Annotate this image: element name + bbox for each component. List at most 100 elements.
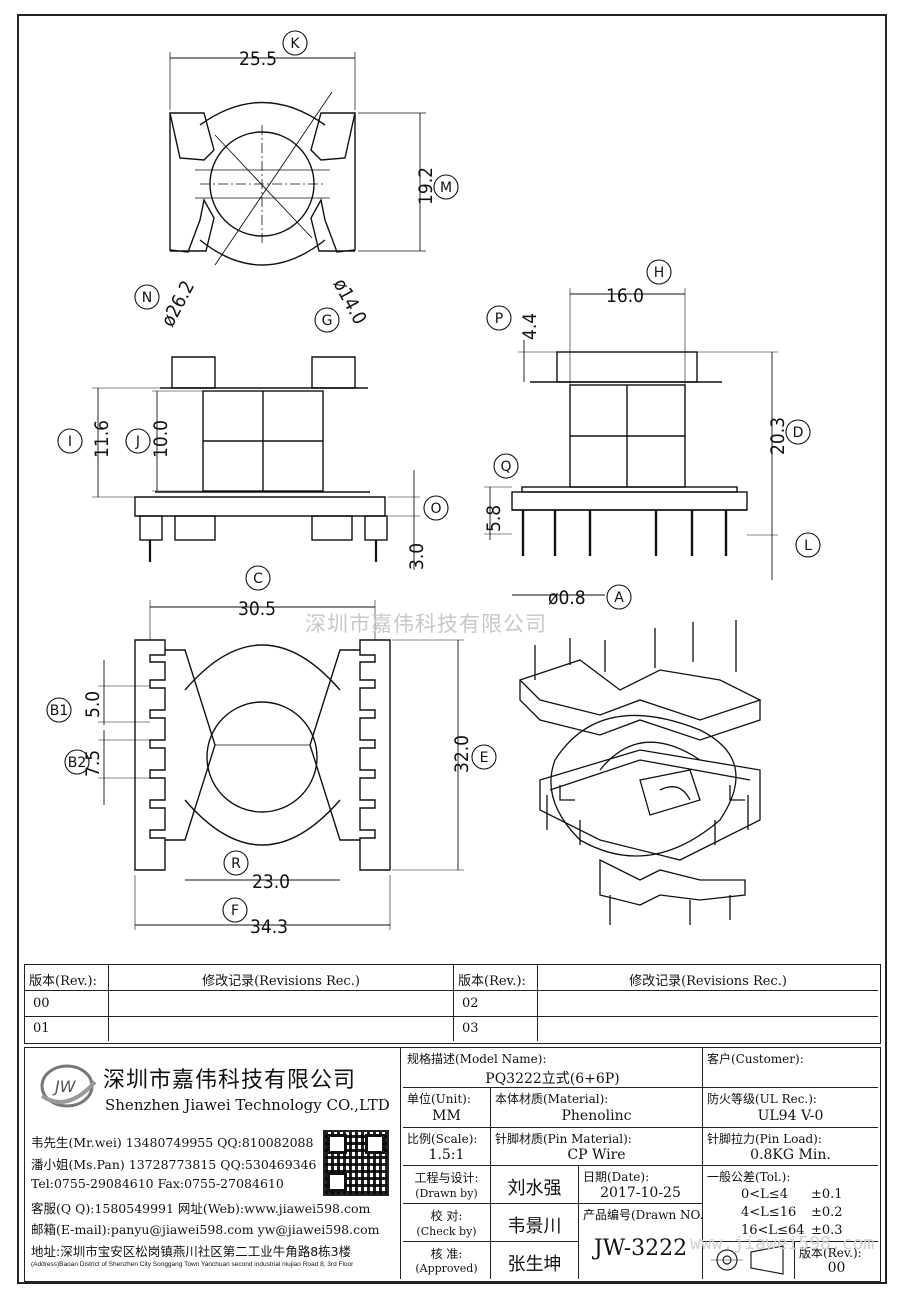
material-label: 本体材质(Material): <box>495 1092 609 1106</box>
watermark-text: 深圳市嘉伟科技有限公司 <box>305 612 547 636</box>
rev-header-right: 版本(Rev.): <box>454 965 538 991</box>
drawn-label: 工程与设计: <box>414 1171 479 1185</box>
drawn-label-en: (Drawn by) <box>415 1187 478 1200</box>
drawn-label-cell: 工程与设计: (Drawn by) <box>403 1166 491 1204</box>
letter-q: Q <box>500 459 511 475</box>
tol-range-1: 4<L≤16 <box>741 1205 797 1220</box>
rev-header-left: 版本(Rev.): <box>25 965 109 991</box>
projection-symbol-cell <box>703 1242 795 1279</box>
rev-row-left-1: 01 <box>25 1017 109 1041</box>
tolerance-cell: 一般公差(Tol.): 0<L≤4 ±0.1 4<L≤16 ±0.2 16<L≤… <box>703 1166 878 1242</box>
model-value: PQ3222立式(6+6P) <box>485 1071 620 1087</box>
rec-row-left-1 <box>109 1017 454 1041</box>
letter-a: A <box>614 590 624 606</box>
side-view <box>484 259 821 610</box>
rev-row-left-0: 00 <box>25 991 109 1017</box>
letter-l: L <box>804 538 812 554</box>
tol-range-2: 16<L≤64 <box>741 1223 805 1238</box>
drawing-frame <box>17 14 887 1284</box>
dim-m-text: 19.2 <box>415 167 437 205</box>
letter-f: F <box>231 903 239 919</box>
letter-o: O <box>430 501 441 517</box>
dim-a-text: ø0.8 <box>548 587 586 609</box>
approved-label-cell: 核 准: (Approved) <box>403 1242 491 1279</box>
dim-f-text: 34.3 <box>250 916 288 938</box>
pin-material-value: CP Wire <box>567 1147 626 1163</box>
letter-k: K <box>290 36 300 52</box>
scale-cell: 比例(Scale): 1.5:1 <box>403 1128 491 1166</box>
address-en: (Address)Baoan District of Shenzhen City… <box>31 1261 354 1268</box>
dim-b2-text: 7.5 <box>82 750 104 777</box>
tol-label: 一般公差(Tol.): <box>707 1170 791 1184</box>
dim-o-text: 3.0 <box>406 543 428 570</box>
drawn-value: 刘水强 <box>507 1178 562 1199</box>
check-value: 韦景川 <box>507 1216 562 1237</box>
address-cn: 地址:深圳市宝安区松岗镇燕川社区第二工业牛角路8栋3楼 <box>31 1244 352 1259</box>
letter-h: H <box>654 265 665 281</box>
isometric-view <box>518 620 762 925</box>
dim-i-text: 11.6 <box>91 420 113 458</box>
material-value: Phenolinc <box>561 1108 632 1124</box>
ul-cell: 防火等级(UL Rec.): UL94 V-0 <box>703 1088 878 1128</box>
letter-p: P <box>495 311 503 327</box>
company-panel: JW 深圳市嘉伟科技有限公司 Shenzhen Jiawei Technolog… <box>25 1048 401 1279</box>
letter-c: C <box>253 571 263 587</box>
letter-r: R <box>231 856 241 872</box>
ul-value: UL94 V-0 <box>757 1108 824 1124</box>
dim-b1-text: 5.0 <box>82 691 104 718</box>
tol-value-1: ±0.2 <box>811 1205 843 1220</box>
dim-c-text: 30.5 <box>238 598 276 620</box>
watermark-url: www.jiawei598.com <box>690 1233 875 1254</box>
tol-value-2: ±0.3 <box>811 1223 843 1238</box>
rev-row-right-0: 02 <box>454 991 538 1017</box>
rec-row-left-0 <box>109 991 454 1017</box>
contact-email: 邮箱(E-mail):panyu@jiawei598.com yw@jiawei… <box>31 1222 380 1237</box>
letter-b1: B1 <box>50 703 69 719</box>
check-label-cell: 校 对: (Check by) <box>403 1204 491 1242</box>
approved-value-cell: 张生坤 <box>491 1242 579 1279</box>
model-label: 规格描述(Model Name): <box>407 1052 547 1066</box>
approved-label: 核 准: <box>430 1247 463 1261</box>
unit-label: 单位(Unit): <box>407 1092 471 1106</box>
check-label-en: (Check by) <box>416 1225 477 1238</box>
top-view <box>134 30 459 333</box>
dim-p-text: 4.4 <box>519 313 541 340</box>
revision-table: 版本(Rev.): 修改记录(Revisions Rec.) 版本(Rev.):… <box>24 964 881 1044</box>
company-name-en: Shenzhen Jiawei Technology CO.,LTD <box>105 1096 390 1114</box>
contact-qq-web: 客服(Q Q):1580549991 网址(Web):www.jiawei598… <box>31 1201 371 1216</box>
rec-header-right: 修改记录(Revisions Rec.) <box>538 965 878 991</box>
projection-symbol-icon <box>711 1245 784 1275</box>
contact-pan: 潘小姐(Ms.Pan) 13728773815 QQ:530469346 <box>31 1157 317 1172</box>
customer-label: 客户(Customer): <box>707 1052 804 1066</box>
date-cell: 日期(Date): 2017-10-25 <box>579 1166 703 1204</box>
rev-value: 00 <box>827 1260 846 1276</box>
rev-label: 版本(Rev.): <box>799 1246 862 1260</box>
dim-n-text: ø26.2 <box>157 277 199 330</box>
approved-value: 张生坤 <box>507 1254 562 1275</box>
dim-h-text: 16.0 <box>606 285 644 307</box>
date-value: 2017-10-25 <box>600 1185 681 1201</box>
customer-cell: 客户(Customer): <box>703 1048 878 1088</box>
letter-i: I <box>68 434 72 450</box>
contact-wei: 韦先生(Mr.wei) 13480749955 QQ:810082088 <box>31 1135 314 1150</box>
unit-value: MM <box>432 1108 461 1124</box>
contact-tel-fax: Tel:0755-29084610 Fax:0755-27084610 <box>31 1176 284 1191</box>
pin-load-cell: 针脚拉力(Pin Load): 0.8KG Min. <box>703 1128 878 1166</box>
drawn-no-value: JW-3222 <box>593 1236 688 1261</box>
pin-load-value: 0.8KG Min. <box>750 1147 831 1163</box>
company-name-cn: 深圳市嘉伟科技有限公司 <box>103 1068 357 1093</box>
drawn-no-label: 产品编号(Drawn NO.): <box>583 1208 703 1222</box>
letter-d: D <box>793 425 804 441</box>
dim-g-text: ø14.0 <box>329 275 371 328</box>
date-label: 日期(Date): <box>583 1170 650 1184</box>
rec-header-left: 修改记录(Revisions Rec.) <box>109 965 454 991</box>
tol-range-0: 0<L≤4 <box>741 1187 788 1202</box>
company-logo: JW <box>40 1064 97 1108</box>
check-value-cell: 韦景川 <box>491 1204 579 1242</box>
bottom-view <box>46 565 497 930</box>
pin-material-label: 针脚材质(Pin Material): <box>495 1132 632 1146</box>
rev-row-right-1: 03 <box>454 1017 538 1041</box>
letter-j: J <box>135 434 140 450</box>
dim-k-text: 25.5 <box>239 48 277 70</box>
pin-material-cell: 针脚材质(Pin Material): CP Wire <box>491 1128 703 1166</box>
